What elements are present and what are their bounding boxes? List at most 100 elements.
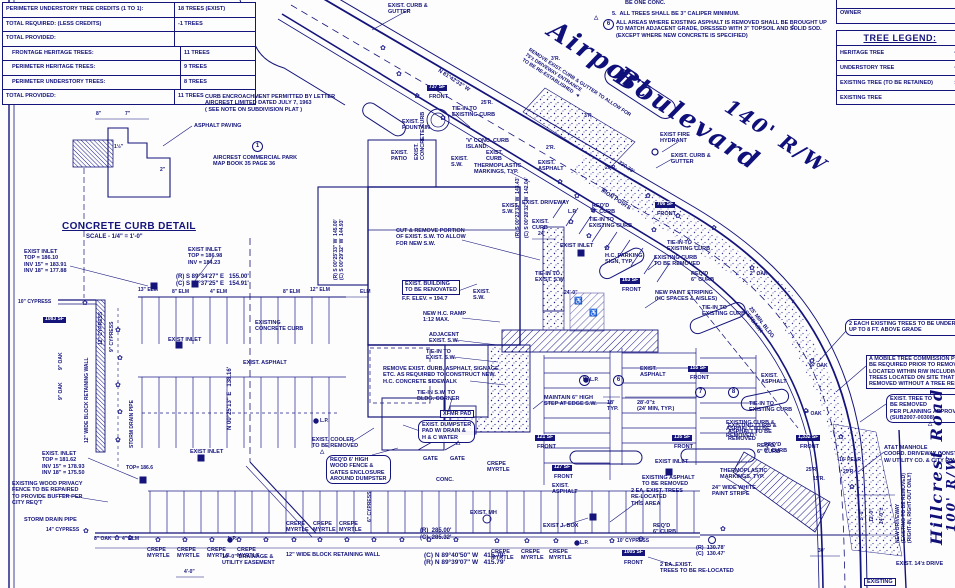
annotation-label: (R) 130.78' (C) 130.47' <box>696 545 725 558</box>
annotation-label: 25'R. <box>806 467 818 473</box>
annotation-label: TIE-IN TO EXISTING CURB <box>589 217 633 230</box>
annotation-label: EXISTING CONCRETE CURB <box>255 320 304 333</box>
tree-symbol-icon: ✿ <box>749 265 755 272</box>
tree-legend-row: EXISTING TREE (TO BE RETAINED)✾ <box>837 76 955 91</box>
annotation-label: 3'R. <box>551 56 560 62</box>
annotation-label: 2 EACH EXISTING TREES TO BE UNDERBRUSHED… <box>845 319 955 336</box>
airport-boulevard-road <box>239 0 868 588</box>
annotation-label: (C) N 89°40'50" W 415.79' (R) N 89°39'07… <box>424 552 506 567</box>
annotation-label: 10' CYPRESS <box>617 538 650 544</box>
annotation-label: (R) S 00°23'33" W 143.43' <box>515 177 521 238</box>
annotation-label: EXIST. CURB & GUTTER <box>388 3 428 16</box>
tree-symbol-icon: ✿ <box>638 536 644 543</box>
tree-legend-title: TREE LEGEND: <box>837 31 955 46</box>
annotation-label: XFMR PAD <box>440 410 475 419</box>
annotation-label: 706 SF <box>655 201 676 208</box>
annotation-label: 127 SF <box>552 464 573 471</box>
annotation-label: CREPE MYRTLE <box>147 547 170 560</box>
annotation-label: 24" WIDE WHITE PAINT STRIPE <box>712 485 756 498</box>
annotation-label: CREPE MYRTLE <box>339 521 362 534</box>
annotation-label: 2 EA. EXIST. TREES RE-LOCATED THIS AREA <box>631 488 683 507</box>
tree-symbol-icon: ✿ <box>414 93 420 100</box>
tree-symbol-icon: ✿ <box>182 537 188 544</box>
annotation-label: TIE-IN TO EXISTING CURB <box>702 305 746 318</box>
annotation-label: 6" CYPRESS <box>367 491 373 522</box>
annotation-label: 30' <box>818 548 825 554</box>
annotation-label: TIE-IN TO EXISTING CURB <box>452 106 496 119</box>
tree-credits-value: 18 TREES (EXIST) <box>178 6 226 12</box>
annotation-label: EXIST. FOUNTAIN <box>402 119 431 132</box>
annotation-label: 737 SF <box>427 84 448 91</box>
tree-symbol-icon: ✿ <box>524 538 530 545</box>
annotation-label: EXIST INLET TOP = 186.98 INV = 184.23 <box>188 247 223 266</box>
tree-symbol-icon: ✿ <box>117 355 123 362</box>
annotation-label: 10'-0" DRAINAGE & UTILITY EASEMENT <box>222 554 275 567</box>
annotation-label: 20'R. <box>605 165 617 171</box>
annotation-label: 15'R. <box>813 476 825 482</box>
annotation-label: ♿ <box>589 310 598 317</box>
tree-symbol-icon: ✿ <box>155 537 161 544</box>
annotation-label: MAINTAIN 6" HIGH STEP AT EDGE S.W. <box>544 395 597 408</box>
annotation-label: EXIST. S.W. <box>502 203 519 216</box>
annotation-label: 121 SF <box>535 434 556 441</box>
annotation-label: 5 <box>579 375 590 386</box>
annotation-label: 8 <box>728 387 739 398</box>
annotation-label: 12" ELM <box>310 287 330 293</box>
tree-symbol-icon: ✿ <box>803 408 809 415</box>
tree-symbol-icon: ✿ <box>809 358 815 365</box>
tree-symbol-icon: ✿ <box>553 538 559 545</box>
annotation-label: EXIST INLET <box>190 449 224 455</box>
tree-credits-table: PERIMETER UNDERSTORY TREE CREDITS (1 TO … <box>2 2 256 105</box>
annotation-label: EXIST INLET <box>168 337 202 343</box>
annotation-label: L.P. <box>580 540 589 546</box>
annotation-label: 28'-0"± (24' MIN, TYP.) <box>637 400 675 413</box>
owner-divider <box>837 8 955 9</box>
annotation-label: 9" OAK <box>58 352 64 370</box>
annotation-label: △ <box>456 440 461 446</box>
annotation-label: 4'-0" <box>184 569 195 575</box>
annotation-label: 24' <box>538 231 545 237</box>
walls-and-property-lines <box>58 238 868 549</box>
tree-symbol-icon: ✿ <box>263 537 269 544</box>
annotation-label: CREPE MYRTLE <box>521 549 544 562</box>
tree-symbol-icon: ✿ <box>838 434 844 441</box>
annotation-label: FRONT <box>622 287 641 293</box>
annotation-label: 2" <box>160 167 166 173</box>
tree-legend-rows: HERITAGE TREE✿UNDERSTORY TREE❀EXISTING T… <box>837 46 955 104</box>
annotation-label: 135 SF <box>672 434 693 441</box>
annotation-label: 1½" <box>114 144 124 150</box>
new-sidewalk-areas <box>444 226 659 433</box>
annotation-label: EXIST. TREE TO BE REMOVED PER PLANNING A… <box>886 394 955 424</box>
annotation-label: 163 SF <box>620 277 641 284</box>
annotation-label: TIE-IN TO EXIST. S.W. <box>426 349 456 362</box>
annotation-label: EXIST. ASPHALT <box>640 366 666 379</box>
annotation-label: EXIST J. BOX <box>543 523 579 529</box>
tree-symbol-icon: ✿ <box>115 382 121 389</box>
annotation-label: △ <box>928 421 933 427</box>
tree-symbol-icon: ✿ <box>604 245 610 252</box>
annotation-label: 6 <box>603 19 614 30</box>
annotation-label: CONCRETE CURB DETAIL <box>62 221 196 232</box>
annotation-label: 18' TYP. <box>607 400 619 413</box>
annotation-label: TIE-IN TO EXISTING CURB <box>749 401 793 414</box>
concrete-curb-detail-drawing <box>72 118 193 298</box>
annotation-label: (R) S 89°34'27" E 155.00' (C) S 89°37'25… <box>176 274 249 287</box>
annotation-label: 10" CYPRESS <box>18 299 52 305</box>
tree-credits-row: FRONTAGE HERITAGE TREES:11 TREES <box>3 46 255 61</box>
tree-symbol-icon: ✿ <box>651 227 657 234</box>
tree-symbol-icon: ✿ <box>494 538 500 545</box>
annotation-label: H.C. PARKING SIGN, TYP. <box>605 253 643 266</box>
annotation-label: CREPE MYRTLE <box>549 549 572 562</box>
tree-symbol-icon: ✿ <box>127 535 133 542</box>
tree-legend-row: HERITAGE TREE✿ <box>837 46 955 61</box>
annotation-label: L.P. <box>320 418 329 424</box>
tree-credits-row: PERIMETER UNDERSTORY TREE CREDITS (1 TO … <box>3 3 255 18</box>
tree-credits-label: FRONTAGE HERITAGE TREES: <box>3 46 181 60</box>
annotation-label: 8" <box>96 111 102 117</box>
annotation-label: CREPE MYRTLE <box>487 461 510 474</box>
annotation-label: 1 <box>252 141 263 152</box>
annotation-label: NEW H.C. RAMP 1:12 MAX. <box>423 311 467 324</box>
tree-symbol-icon: ✿ <box>115 437 121 444</box>
annotation-label: A MOBILE TREE COMMISSION PERMIT BE REQUI… <box>866 355 955 389</box>
annotation-label: TIE-IN TO EXIST. S.W. <box>535 271 565 284</box>
